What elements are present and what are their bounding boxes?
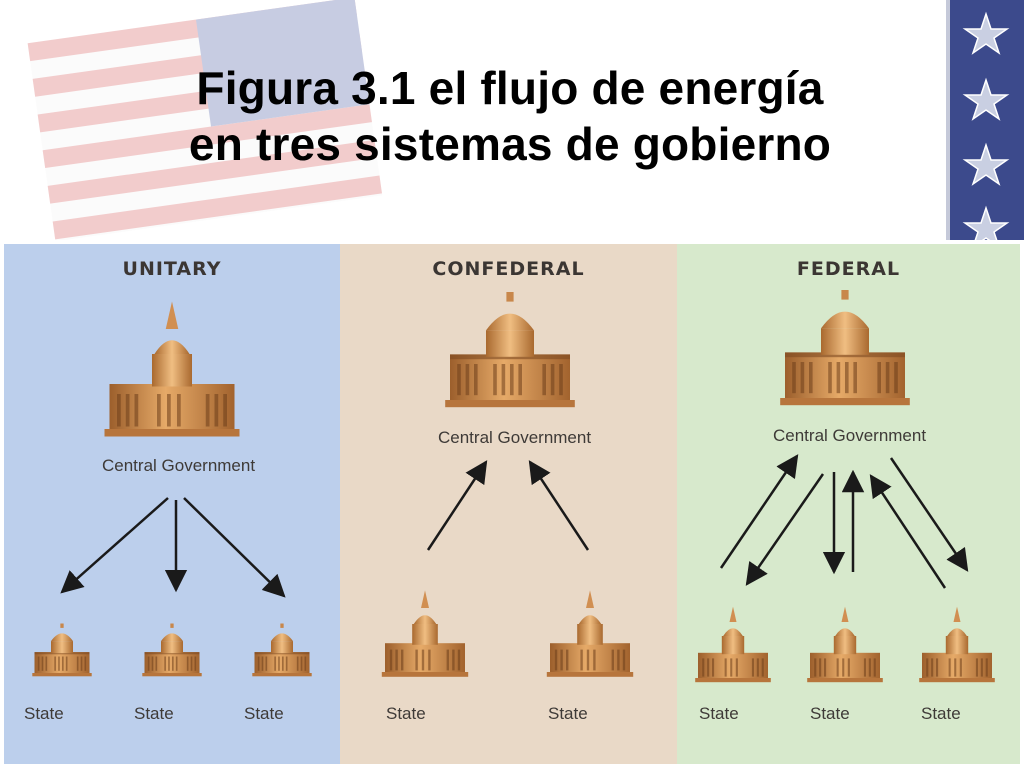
panel-heading-unitary: UNITARY [122,258,222,280]
slide-title-line1: Figura 3.1 el flujo de energía [196,62,824,114]
arrow-icon [719,454,799,569]
unitary-diagram [32,301,312,677]
central-government-label: Central Government [773,426,927,445]
star-icon [962,77,1010,121]
state-label: State [810,704,850,723]
capitol-building-icon [104,301,240,437]
state-label: State [24,704,64,723]
arrow-icon [889,457,969,572]
state-label: State [921,704,961,723]
arrow-icon [745,473,825,586]
federal-diagram [695,290,995,683]
capitol-building-icon [445,292,575,408]
confederal-panel: CONFEDERAL Central Government State Stat… [340,244,677,764]
capitol-building-icon [142,623,202,677]
star-strip-icon [946,0,1024,240]
star-icon [962,11,1010,55]
capitol-building-icon [807,606,883,683]
flag-icon [27,0,383,240]
arrow-icon [869,474,947,589]
capitol-building-icon [381,590,469,677]
capitol-building-icon [252,623,312,677]
capitol-building-icon [546,590,634,677]
slide-title: Figura 3.1 el flujo de energía en tres s… [100,60,920,172]
central-government-label: Central Government [102,456,256,475]
capitol-building-icon [32,623,92,677]
star-icon [962,142,1010,186]
capitol-building-icon [695,606,771,683]
state-label: State [386,704,426,723]
arrow-icon [426,460,488,551]
star-icon [962,205,1010,240]
slide-title-line2: en tres sistemas de gobierno [188,118,832,170]
capitol-building-icon [919,606,995,683]
panel-heading-confederal: CONFEDERAL [432,258,585,280]
confederal-diagram [381,292,634,677]
capitol-building-icon [780,290,910,406]
federal-panel: FEDERAL Central Government State State S… [677,244,1020,764]
state-label: State [134,704,174,723]
state-label: State [548,704,588,723]
panel-heading-federal: FEDERAL [796,258,901,280]
unitary-panel: UNITARY Central Government State State S… [4,244,340,764]
arrow-icon [60,497,169,594]
arrow-icon [528,460,590,551]
state-label: State [699,704,739,723]
central-government-label: Central Government [438,428,592,447]
arrow-icon [183,497,286,598]
state-label: State [244,704,284,723]
